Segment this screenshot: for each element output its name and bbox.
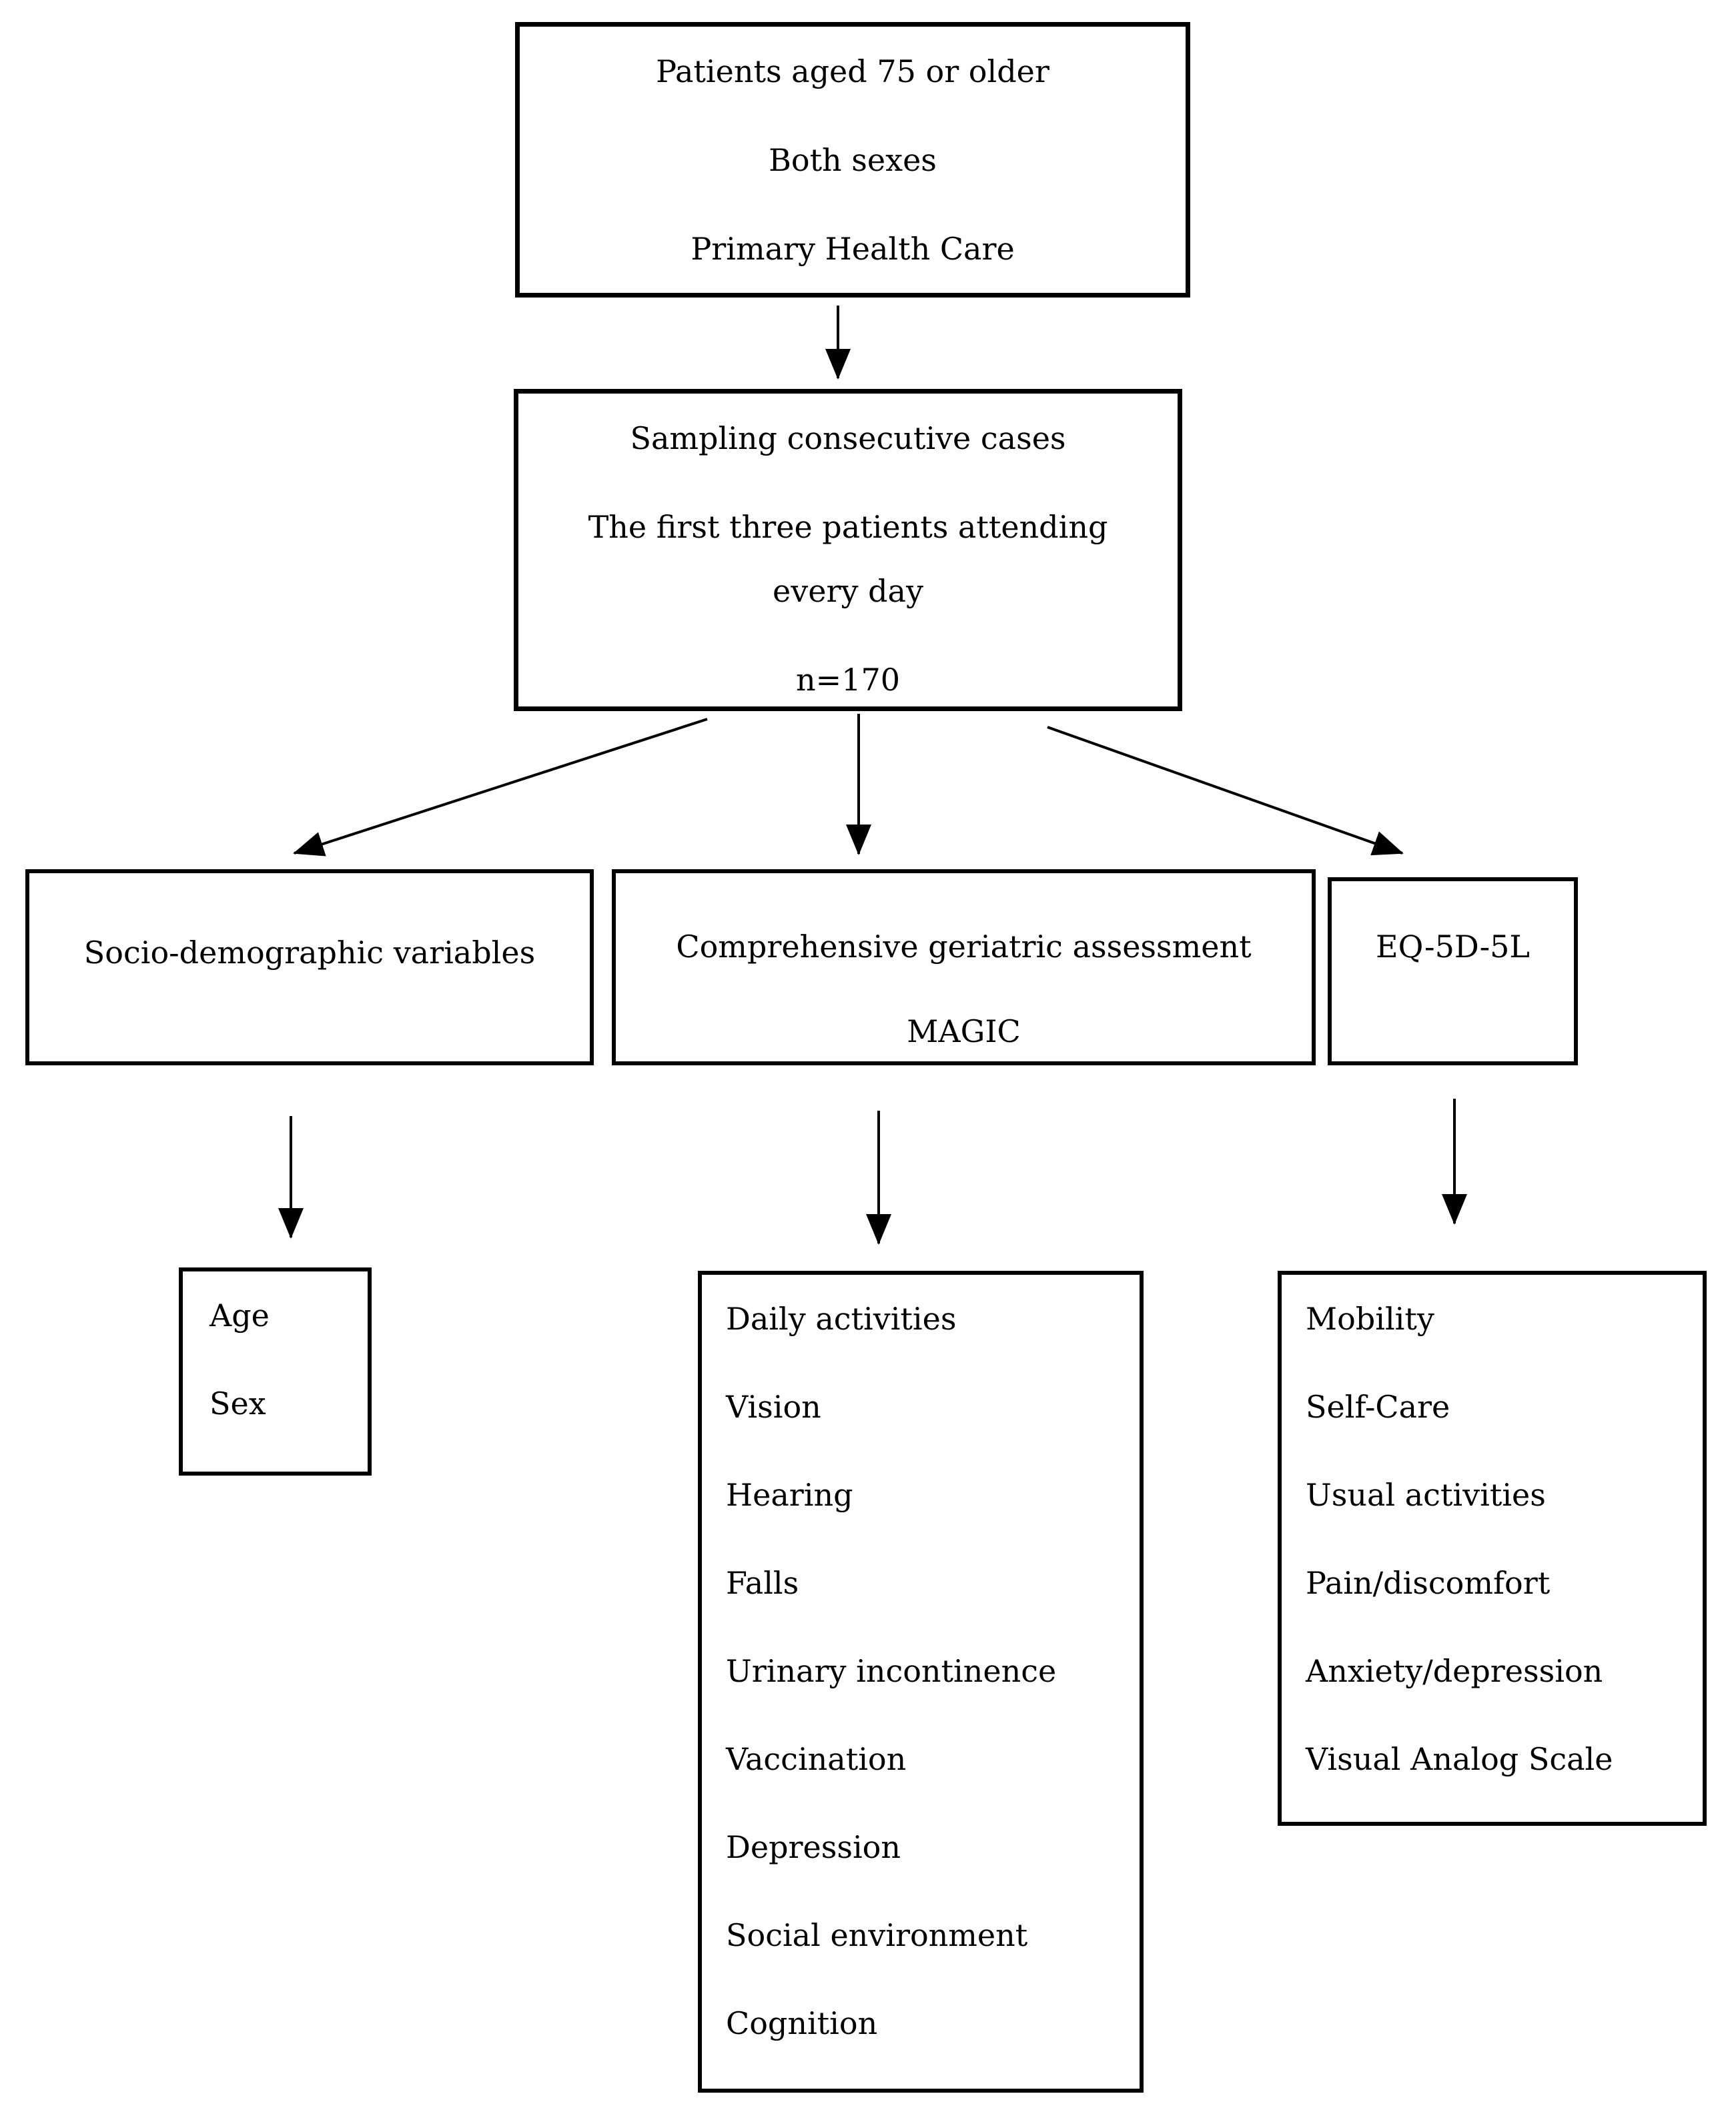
branch-cga-box: Comprehensive geriatric assessment MAGIC (612, 869, 1316, 1065)
branch-cga-subtitle: MAGIC (907, 1013, 1021, 1049)
branch-eq5d-box: EQ-5D-5L (1328, 877, 1578, 1065)
list-item: Falls (726, 1565, 799, 1601)
detail-eq5d-box: Mobility Self-Care Usual activities Pain… (1278, 1271, 1707, 1826)
sampling-box: Sampling consecutive cases The first thr… (514, 389, 1182, 711)
branch-sociodemographic-box: Socio-demographic variables (25, 869, 594, 1065)
population-box: Patients aged 75 or older Both sexes Pri… (515, 22, 1190, 298)
population-line: Primary Health Care (691, 230, 1015, 267)
sampling-description-line: The first three patients attending (588, 509, 1108, 545)
list-item: Vision (726, 1389, 821, 1425)
list-item: Pain/discomfort (1306, 1565, 1551, 1601)
arrow-fan-right-icon (1047, 726, 1404, 856)
list-item: Visual Analog Scale (1306, 1741, 1613, 1777)
population-line: Patients aged 75 or older (656, 53, 1049, 89)
list-item: Daily activities (726, 1301, 957, 1337)
population-line: Both sexes (769, 141, 937, 178)
arrow-fan-left-icon (293, 718, 708, 857)
branch-cga-title: Comprehensive geriatric assessment (676, 929, 1252, 965)
sampling-sample-size: n=170 (796, 662, 900, 698)
list-item: Depression (726, 1829, 901, 1865)
list-item: Vaccination (726, 1741, 907, 1777)
list-item: Self-Care (1306, 1389, 1450, 1425)
detail-cga-box: Daily activities Vision Hearing Falls Ur… (698, 1271, 1144, 2093)
list-item: Urinary incontinence (726, 1653, 1057, 1689)
branch-eq5d-title: EQ-5D-5L (1376, 929, 1530, 965)
list-item: Usual activities (1306, 1477, 1546, 1513)
detail-sociodemographic-box: Age Sex (179, 1267, 372, 1476)
list-item: Age (209, 1297, 270, 1334)
sampling-description-line: every day (773, 573, 923, 609)
list-item: Anxiety/depression (1306, 1653, 1603, 1689)
sampling-title: Sampling consecutive cases (630, 420, 1066, 456)
branch-sociodemographic-title: Socio-demographic variables (83, 935, 536, 971)
list-item: Social environment (726, 1917, 1028, 1953)
list-item: Sex (209, 1386, 266, 1422)
list-item: Hearing (726, 1477, 853, 1513)
list-item: Cognition (726, 2005, 878, 2041)
list-item: Mobility (1306, 1301, 1434, 1337)
